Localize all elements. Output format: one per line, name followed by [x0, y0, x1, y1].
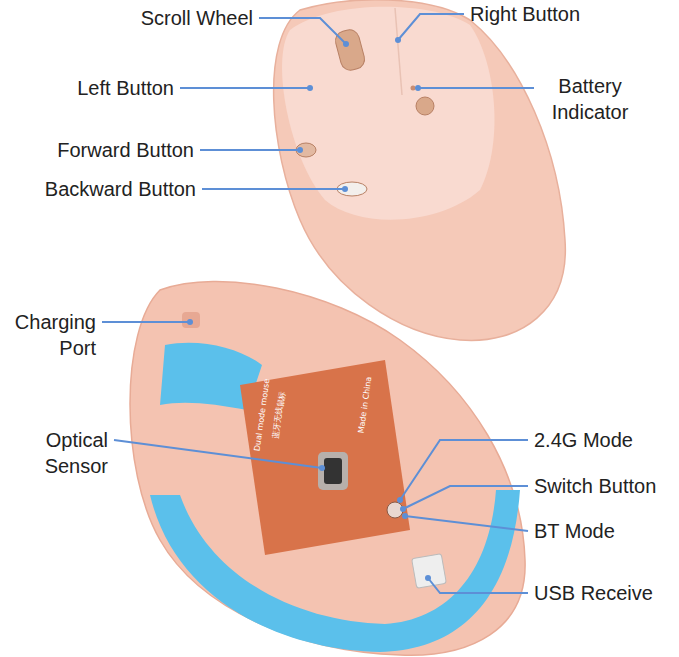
leader-line [200, 149, 300, 151]
leader-dot [343, 41, 349, 47]
part-label: Scroll Wheel [53, 5, 253, 31]
leader-dot [187, 319, 193, 325]
leader-dot [400, 506, 406, 512]
battery-light [411, 86, 416, 91]
scroll-wheel [333, 28, 367, 73]
optical-sensor [324, 458, 342, 484]
leader-line [400, 440, 528, 500]
leader-dot [342, 186, 348, 192]
leader-lines [102, 14, 534, 593]
part-label: Right Button [470, 1, 580, 27]
leader-line [180, 87, 310, 89]
top-mouse [274, 0, 566, 340]
leader-line [403, 486, 528, 509]
part-label: Optical Sensor [8, 427, 108, 479]
leader-dot [307, 85, 313, 91]
leader-dot [395, 37, 401, 43]
sticker-text: Made in China [357, 376, 374, 434]
leader-line [398, 14, 464, 40]
leader-dot [402, 513, 408, 519]
part-label: BT Mode [534, 518, 615, 544]
leader-line [202, 188, 345, 190]
sticker-text: 蓝牙无线鼠标 [271, 391, 287, 440]
leader-dot [319, 465, 325, 471]
part-label: Battery Indicator [540, 73, 640, 125]
dpi-button [416, 97, 434, 115]
leader-dots [187, 37, 431, 581]
part-label: Forward Button [4, 137, 194, 163]
leader-line [114, 440, 322, 468]
leader-dot [415, 85, 421, 91]
leader-dot [425, 575, 431, 581]
leader-dot [297, 147, 303, 153]
part-label: 2.4G Mode [534, 427, 633, 453]
charging-port [182, 312, 200, 328]
leader-line [428, 578, 528, 593]
leader-line [102, 321, 190, 323]
part-label: Charging Port [2, 309, 96, 361]
part-label: USB Receive [534, 580, 653, 606]
sensor-frame [318, 452, 348, 490]
part-label: Switch Button [534, 473, 656, 499]
part-label: Backward Button [4, 176, 196, 202]
leader-line [259, 18, 346, 44]
mouse-shell [282, 7, 494, 220]
usb-receiver [412, 554, 447, 589]
leader-line [418, 87, 534, 89]
part-label: Left Button [4, 75, 174, 101]
button-split [395, 8, 402, 95]
leader-line [405, 516, 528, 531]
mouse-body [274, 0, 566, 340]
leader-dot [397, 497, 403, 503]
forward-button [296, 143, 316, 157]
product-sticker [240, 360, 410, 555]
sticker-text: Dual mode mouse [252, 378, 271, 452]
